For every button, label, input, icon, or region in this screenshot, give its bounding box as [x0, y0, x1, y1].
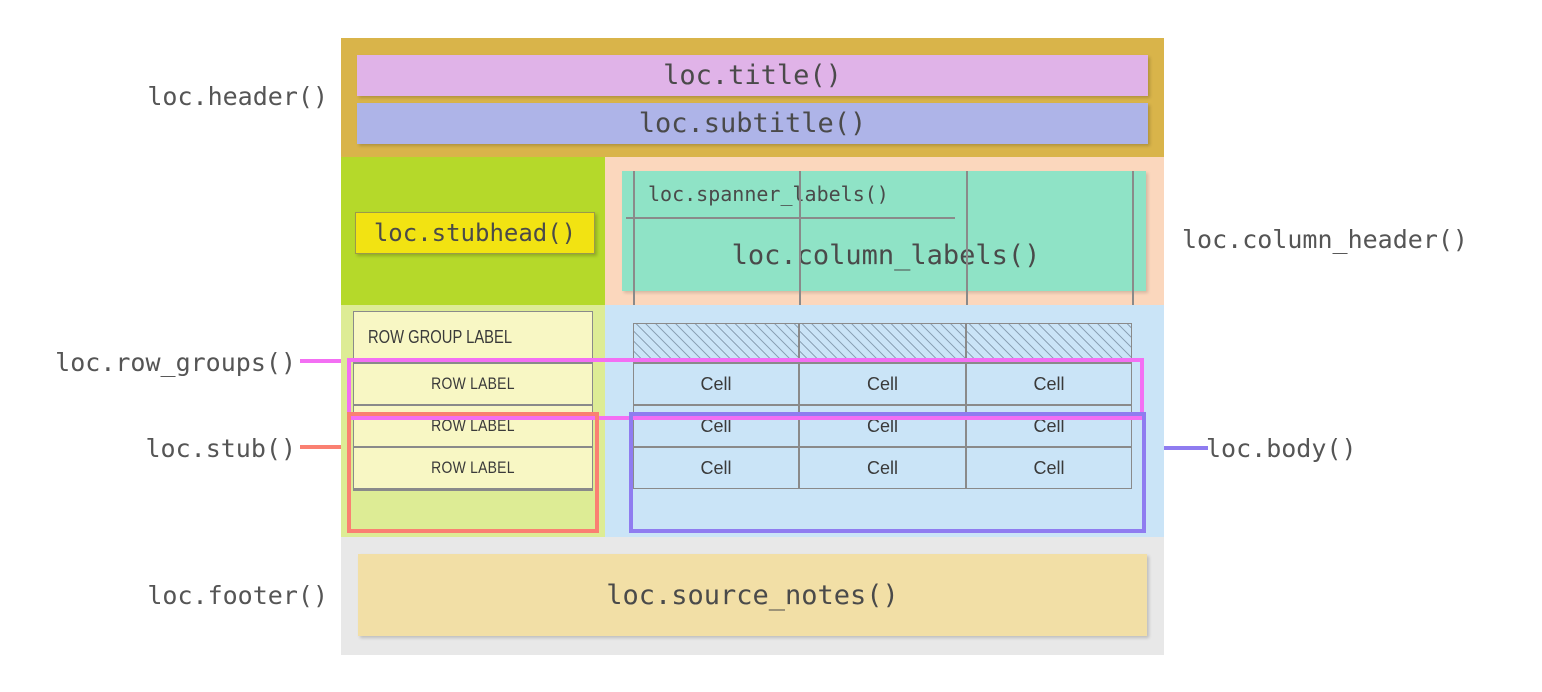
- row-label: ROW LABEL: [431, 374, 515, 393]
- table-header-region: loc.title() loc.subtitle(): [341, 38, 1164, 157]
- column-header-region: loc.spanner_labels() loc.column_labels(): [605, 157, 1164, 305]
- stub-bottom-rule: [353, 489, 593, 491]
- body-cell-label: Cell: [866, 415, 898, 436]
- column-header-inner: loc.spanner_labels() loc.column_labels(): [622, 171, 1146, 291]
- row-label-cell: ROW LABEL: [353, 363, 593, 405]
- body-cell-label: Cell: [1033, 373, 1065, 394]
- row-label-cell: ROW LABEL: [353, 405, 593, 447]
- body-cell: Cell: [633, 447, 799, 489]
- body-cell: Cell: [966, 363, 1132, 405]
- annotation-row-groups: loc.row_groups(): [34, 348, 296, 377]
- body-cell: Cell: [633, 363, 799, 405]
- connector-row-groups: [300, 359, 348, 363]
- row-group-spanner-hatch-1: [633, 323, 799, 363]
- row-label: ROW LABEL: [431, 416, 515, 435]
- subtitle-label: loc.subtitle(): [638, 108, 867, 139]
- annotation-footer: loc.footer(): [100, 581, 328, 610]
- annotation-stub-label: loc.stub(): [145, 434, 296, 463]
- spanner-labels-label: loc.spanner_labels(): [648, 182, 889, 206]
- connector-body: [1160, 446, 1208, 450]
- title-box: loc.title(): [357, 55, 1148, 96]
- body-cell: Cell: [799, 447, 966, 489]
- table-grid: ROW GROUP LABEL ROW LABEL Cell Cell Cell…: [341, 305, 1164, 537]
- body-cell-label: Cell: [1033, 457, 1065, 478]
- annotation-column-header: loc.column_header(): [1182, 225, 1468, 254]
- annotation-column-header-label: loc.column_header(): [1182, 225, 1468, 254]
- row-label: ROW LABEL: [431, 458, 515, 477]
- spanner-labels-cell: loc.spanner_labels(): [626, 171, 955, 219]
- body-cell: Cell: [799, 363, 966, 405]
- source-notes-label: loc.source_notes(): [606, 579, 899, 611]
- body-cell-label: Cell: [700, 373, 732, 394]
- stubhead-region: loc.stubhead(): [341, 157, 605, 305]
- body-cell-label: Cell: [700, 457, 732, 478]
- row-group-spanner-hatch-3: [966, 323, 1132, 363]
- spanner-row: loc.spanner_labels(): [622, 171, 1146, 219]
- row-group-label: ROW GROUP LABEL: [368, 326, 513, 347]
- annotation-body-label: loc.body(): [1206, 434, 1357, 463]
- body-cell-label: Cell: [866, 457, 898, 478]
- body-cell: Cell: [966, 447, 1132, 489]
- row-label-cell: ROW LABEL: [353, 447, 593, 489]
- row-group-spanner-hatch-2: [799, 323, 966, 363]
- body-cell-label: Cell: [700, 415, 732, 436]
- table-footer-region: loc.source_notes(): [341, 537, 1164, 655]
- annotation-row-groups-label: loc.row_groups(): [55, 348, 296, 377]
- body-cell: Cell: [799, 405, 966, 447]
- table-diagram-panel: loc.title() loc.subtitle() loc.stubhead(…: [341, 38, 1164, 655]
- annotation-footer-label: loc.footer(): [147, 581, 328, 610]
- column-labels-row: loc.column_labels(): [626, 219, 1146, 291]
- body-cell-label: Cell: [1033, 415, 1065, 436]
- row-group-label-cell: ROW GROUP LABEL: [353, 311, 593, 363]
- body-cell: Cell: [633, 405, 799, 447]
- annotation-header-label: loc.header(): [147, 82, 328, 111]
- annotation-stub: loc.stub(): [70, 434, 296, 463]
- annotation-body: loc.body(): [1206, 434, 1357, 463]
- connector-stub: [300, 445, 352, 449]
- title-label: loc.title(): [663, 60, 842, 91]
- stubhead-label: loc.stubhead(): [373, 219, 577, 247]
- annotation-header: loc.header(): [100, 82, 328, 111]
- body-cell: Cell: [966, 405, 1132, 447]
- stubhead-box: loc.stubhead(): [355, 212, 595, 254]
- subtitle-box: loc.subtitle(): [357, 103, 1148, 144]
- source-notes-box: loc.source_notes(): [358, 554, 1147, 636]
- body-cell-label: Cell: [866, 373, 898, 394]
- column-labels-label: loc.column_labels(): [731, 239, 1041, 271]
